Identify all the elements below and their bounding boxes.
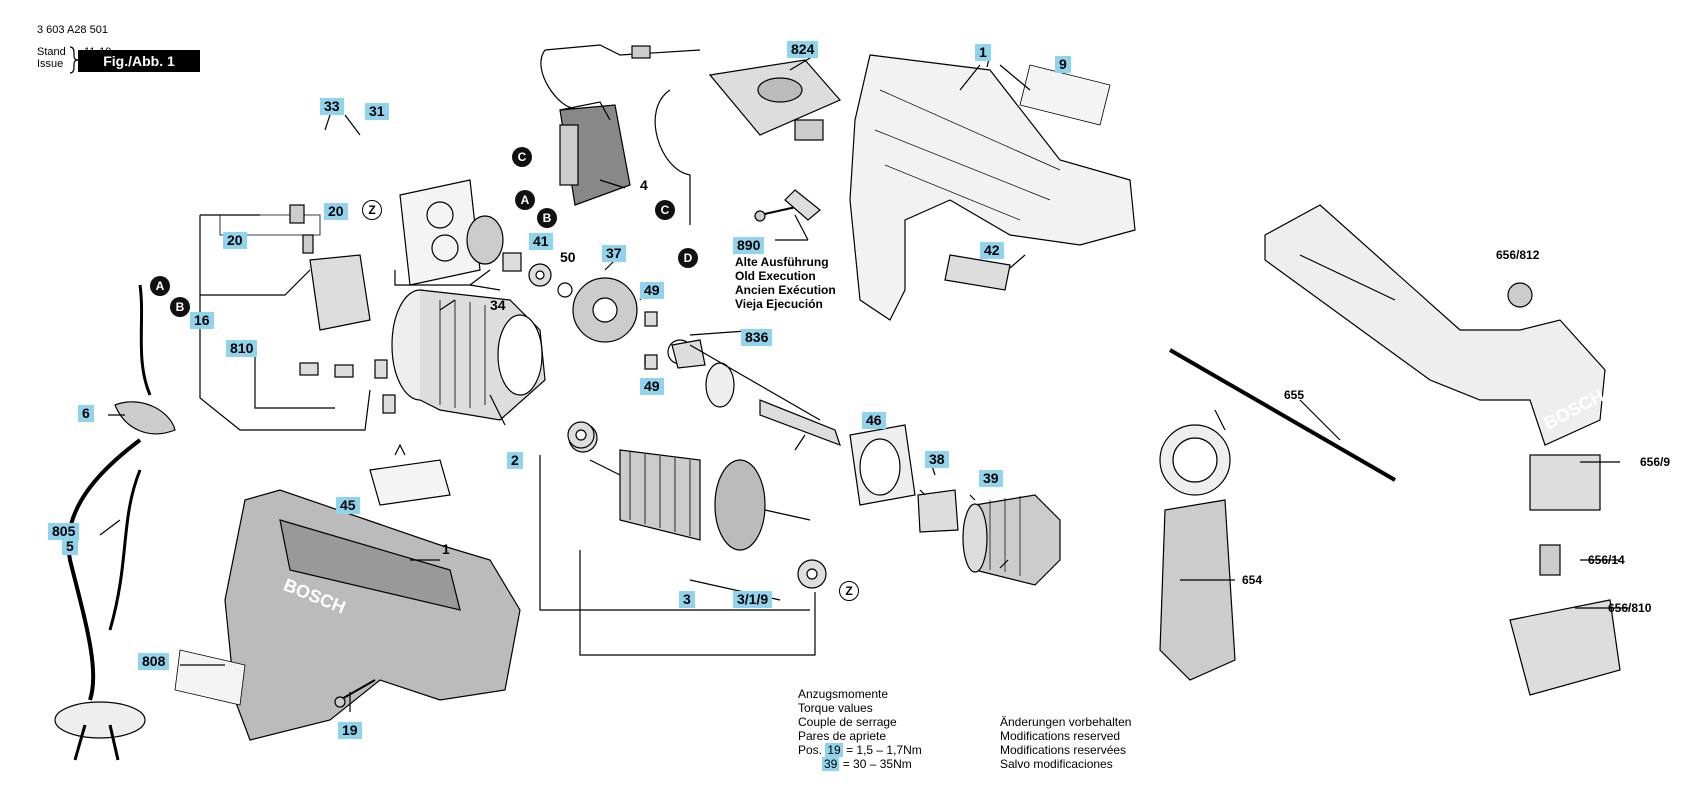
part-label-41: 41 bbox=[529, 233, 553, 250]
part-label-808: 808 bbox=[138, 653, 170, 670]
torque-row-2: 39 = 30 – 35Nm bbox=[822, 757, 912, 772]
part-label-33: 33 bbox=[320, 98, 344, 115]
armature-drawing bbox=[568, 423, 827, 589]
part-label-20b: 20 bbox=[223, 232, 247, 249]
part-label-42: 42 bbox=[980, 242, 1004, 259]
torque-row1-pos: 19 bbox=[825, 743, 843, 757]
part-label-3: 3 bbox=[679, 591, 695, 608]
part-label-6: 6 bbox=[78, 405, 94, 422]
part-label-39: 39 bbox=[979, 470, 1003, 487]
torque-row2-pos: 39 bbox=[822, 757, 840, 771]
connector-a-left: A bbox=[150, 276, 170, 296]
old-execution-es: Vieja Ejecución bbox=[735, 297, 823, 311]
torque-row1-value: = 1,5 – 1,7Nm bbox=[846, 743, 922, 757]
part-label-31: 31 bbox=[365, 103, 389, 120]
modifications-fr: Modifications reservées bbox=[1000, 743, 1127, 757]
torque-pos-label: Pos. bbox=[798, 743, 823, 757]
old-execution-de: Alte Ausführung bbox=[735, 255, 829, 269]
torque-fr: Couple de serrage bbox=[798, 715, 897, 729]
part-label-49b: 49 bbox=[640, 378, 664, 395]
part-label-45: 45 bbox=[336, 497, 360, 514]
part-label-16: 16 bbox=[190, 312, 214, 329]
part-label-654: 654 bbox=[1242, 573, 1263, 587]
part-label-49a: 49 bbox=[640, 282, 664, 299]
connector-c-right: C bbox=[655, 200, 675, 220]
torque-row-1: Pos. 19 = 1,5 – 1,7Nm bbox=[798, 743, 922, 758]
power-cord-drawing bbox=[54, 284, 176, 761]
modifications-es: Salvo modificaciones bbox=[1000, 757, 1113, 771]
part-label-824: 824 bbox=[787, 41, 819, 58]
part-label-656-812: 656/812 bbox=[1496, 248, 1540, 262]
part-label-20a: 20 bbox=[324, 203, 348, 220]
connector-c-mid: C bbox=[512, 147, 532, 167]
part-label-9: 9 bbox=[1055, 56, 1071, 73]
torque-es: Pares de apriete bbox=[798, 729, 887, 743]
document-number: 3 603 A28 501 bbox=[37, 24, 108, 36]
side-handle-drawing bbox=[1159, 424, 1236, 681]
part-label-805: 805 bbox=[48, 523, 80, 540]
part-label-3-1-9: 3/1/9 bbox=[733, 591, 773, 608]
stand-label: Stand bbox=[37, 46, 66, 58]
old-execution-en: Old Execution bbox=[735, 269, 816, 283]
part-label-1: 1 bbox=[975, 44, 991, 61]
part-label-890: 890 bbox=[733, 237, 765, 254]
part-label-19: 19 bbox=[338, 722, 362, 739]
part-label-656-810: 656/810 bbox=[1608, 601, 1652, 615]
issue-label: Issue bbox=[37, 58, 64, 70]
modifications-de: Änderungen vorbehalten bbox=[1000, 715, 1132, 729]
part-label-46: 46 bbox=[862, 412, 886, 429]
torque-en: Torque values bbox=[798, 701, 873, 715]
torque-de: Anzugsmomente bbox=[798, 687, 889, 701]
part-label-656-9: 656/9 bbox=[1640, 455, 1671, 469]
part-label-4: 4 bbox=[640, 177, 648, 193]
part-label-50: 50 bbox=[560, 249, 576, 265]
part-label-34: 34 bbox=[490, 297, 506, 313]
part-label-2: 2 bbox=[507, 452, 523, 469]
chuck-drawing bbox=[962, 494, 1061, 586]
old-execution-fr: Ancien Exécution bbox=[735, 283, 836, 297]
connector-b-left: B bbox=[170, 297, 190, 317]
modifications-en: Modifications reserved bbox=[1000, 729, 1121, 743]
spindle-drawing bbox=[667, 339, 841, 447]
speed-control-drawing bbox=[708, 59, 841, 141]
gear-drawing bbox=[572, 277, 638, 343]
part-label-1-bottom: 1 bbox=[442, 541, 450, 557]
part-label-836: 836 bbox=[741, 329, 773, 346]
part-label-38: 38 bbox=[925, 451, 949, 468]
dust-extraction-drawing bbox=[1264, 204, 1621, 696]
part-label-810: 810 bbox=[226, 340, 258, 357]
part-label-656-14: 656/14 bbox=[1588, 553, 1625, 567]
part-label-655: 655 bbox=[1284, 388, 1305, 402]
field-winding-drawing bbox=[391, 289, 546, 421]
switch-drawing bbox=[559, 101, 631, 206]
connector-z-bottom: Z bbox=[839, 581, 859, 601]
housing-half-top-drawing bbox=[849, 54, 1136, 321]
part-label-37: 37 bbox=[602, 245, 626, 262]
connector-d-right: D bbox=[678, 248, 698, 268]
housing-half-bottom-drawing bbox=[224, 489, 521, 741]
torque-row2-value: = 30 – 35Nm bbox=[842, 757, 912, 771]
connector-z-top: Z bbox=[362, 200, 382, 220]
figure-label: Fig./Abb. 1 bbox=[78, 50, 200, 72]
part-label-5: 5 bbox=[62, 538, 78, 555]
connector-b-mid: B bbox=[537, 208, 557, 228]
connector-a-mid: A bbox=[515, 190, 535, 210]
